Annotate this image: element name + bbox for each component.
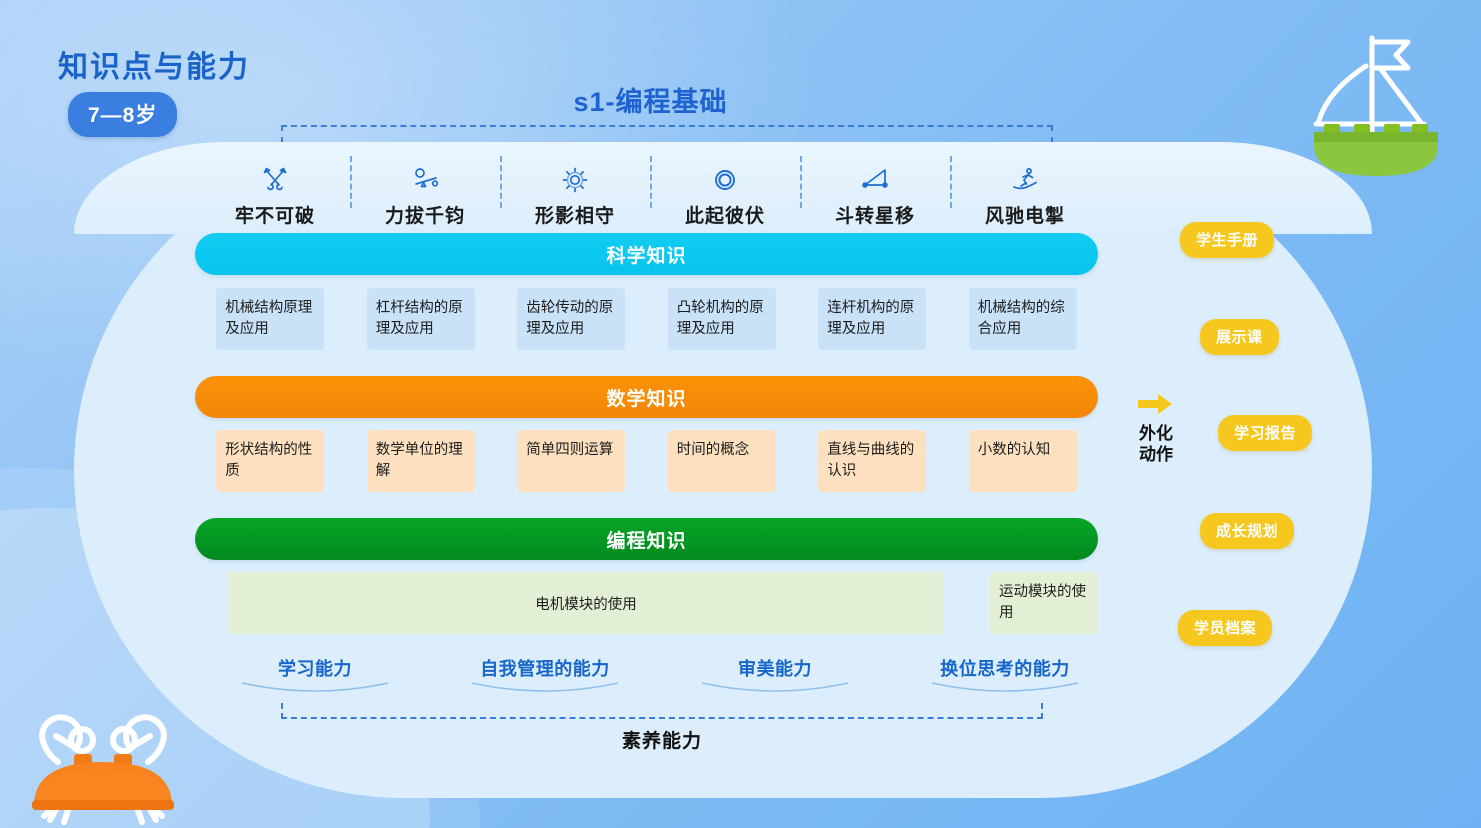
category-bar-science: 科学知识 (195, 233, 1098, 275)
topic-label: 风驰电掣 (984, 206, 1065, 227)
chevron-down-icon (471, 682, 619, 692)
crab-icon (8, 690, 198, 828)
output-pill-student-profile[interactable]: 学员档案 (1178, 610, 1273, 646)
cam-spiral-icon (710, 163, 740, 197)
card-slot: 机械结构的综合应用 (948, 288, 1099, 351)
topic-label: 牢不可破 (234, 206, 315, 227)
ability-label: 审美能力 (738, 659, 812, 679)
ability-item-1[interactable]: 自我管理的能力 (430, 655, 660, 701)
topic-item-1[interactable]: 力拔千钧 (350, 150, 500, 228)
gear-icon (560, 163, 590, 197)
category-cards-programming: 电机模块的使用 运动模块的使用 (228, 572, 1098, 634)
externalization-label: 外化 动作 (1124, 424, 1188, 465)
knowledge-card[interactable]: 简单四则运算 (517, 430, 626, 493)
card-slot: 齿轮传动的原理及应用 (496, 288, 647, 351)
knowledge-card[interactable]: 杠杆结构的原理及应用 (366, 288, 475, 351)
card-slot: 小数的认知 (948, 430, 1099, 493)
card-slot: 凸轮机构的原理及应用 (647, 288, 798, 351)
topic-label: 力拔千钧 (384, 206, 465, 227)
knowledge-card[interactable]: 时间的概念 (667, 430, 776, 493)
topic-item-4[interactable]: 斗转星移 (800, 150, 950, 228)
age-badge: 7—8岁 (68, 92, 178, 137)
topic-strip: 牢不可破 力拔千钧 形影相守 (200, 150, 1100, 228)
output-pill-student-handbook[interactable]: 学生手册 (1180, 222, 1275, 258)
topic-label: 此起彼伏 (684, 206, 765, 227)
abilities-caption: 素养能力 (621, 731, 702, 752)
bottom-dashed-bracket (281, 703, 1043, 719)
knowledge-card[interactable]: 直线与曲线的认识 (818, 430, 927, 493)
crossed-tools-icon (260, 163, 290, 197)
sailboat-icon (1296, 20, 1456, 185)
ability-label: 自我管理的能力 (480, 659, 610, 679)
right-arrow-icon (1124, 392, 1188, 421)
topic-item-0[interactable]: 牢不可破 (200, 150, 350, 228)
externalization-label-line2: 动作 (1139, 444, 1173, 464)
ability-label: 换位思考的能力 (940, 659, 1070, 679)
card-slot: 形状结构的性质 (195, 430, 346, 493)
knowledge-card[interactable]: 机械结构原理及应用 (216, 288, 325, 351)
output-pill-demo-class[interactable]: 展示课 (1200, 319, 1279, 355)
category-bar-programming: 编程知识 (195, 518, 1098, 560)
ability-item-2[interactable]: 审美能力 (660, 655, 890, 701)
card-slot: 连杆机构的原理及应用 (797, 288, 948, 351)
knowledge-card[interactable]: 齿轮传动的原理及应用 (517, 288, 626, 351)
knowledge-card[interactable]: 形状结构的性质 (216, 430, 325, 493)
output-pill-growth-plan[interactable]: 成长规划 (1200, 513, 1295, 549)
topic-label: 斗转星移 (834, 206, 915, 227)
card-slot: 机械结构原理及应用 (195, 288, 346, 351)
page-title: 知识点与能力 (58, 51, 250, 84)
chevron-down-icon (931, 682, 1079, 692)
topic-item-2[interactable]: 形影相守 (500, 150, 650, 228)
knowledge-card[interactable]: 机械结构的综合应用 (968, 288, 1077, 351)
topic-item-3[interactable]: 此起彼伏 (650, 150, 800, 228)
knowledge-card[interactable]: 数学单位的理解 (366, 430, 475, 493)
topic-item-5[interactable]: 风驰电掣 (950, 150, 1100, 228)
category-cards-math: 形状结构的性质 数学单位的理解 简单四则运算 时间的概念 直线与曲线的认识 小数… (195, 430, 1099, 493)
card-slot: 杠杆结构的原理及应用 (346, 288, 497, 351)
knowledge-card[interactable]: 凸轮机构的原理及应用 (667, 288, 776, 351)
knowledge-card[interactable]: 电机模块的使用 (228, 572, 944, 634)
knowledge-card[interactable]: 连杆机构的原理及应用 (818, 288, 927, 351)
ability-item-3[interactable]: 换位思考的能力 (890, 655, 1120, 701)
topic-label: 形影相守 (534, 206, 615, 227)
card-slot: 时间的概念 (647, 430, 798, 493)
category-bar-math: 数学知识 (195, 376, 1098, 418)
course-title-text: s1-编程基础 (573, 87, 728, 117)
abilities-row: 学习能力 自我管理的能力 审美能力 换位思考的能力 (200, 655, 1120, 701)
output-pill-learning-report[interactable]: 学习报告 (1218, 415, 1313, 451)
card-slot: 数学单位的理解 (346, 430, 497, 493)
knowledge-card[interactable]: 小数的认知 (968, 430, 1077, 493)
top-dashed-bracket (281, 125, 1053, 143)
ability-label: 学习能力 (278, 659, 352, 679)
externalization-label-line1: 外化 (1139, 424, 1173, 443)
course-title: s1-编程基础 (0, 80, 1481, 119)
lever-balance-icon (410, 163, 440, 197)
card-slot: 直线与曲线的认识 (797, 430, 948, 493)
linkage-triangle-icon (860, 163, 890, 197)
chevron-down-icon (701, 682, 849, 692)
category-cards-science: 机械结构原理及应用 杠杆结构的原理及应用 齿轮传动的原理及应用 凸轮机构的原理及… (195, 288, 1099, 351)
externalization-group: 外化 动作 (1124, 392, 1188, 465)
ability-item-0[interactable]: 学习能力 (200, 655, 430, 701)
skier-icon (1010, 163, 1040, 197)
chevron-down-icon (241, 682, 389, 692)
knowledge-card[interactable]: 运动模块的使用 (990, 572, 1098, 634)
card-slot: 简单四则运算 (496, 430, 647, 493)
